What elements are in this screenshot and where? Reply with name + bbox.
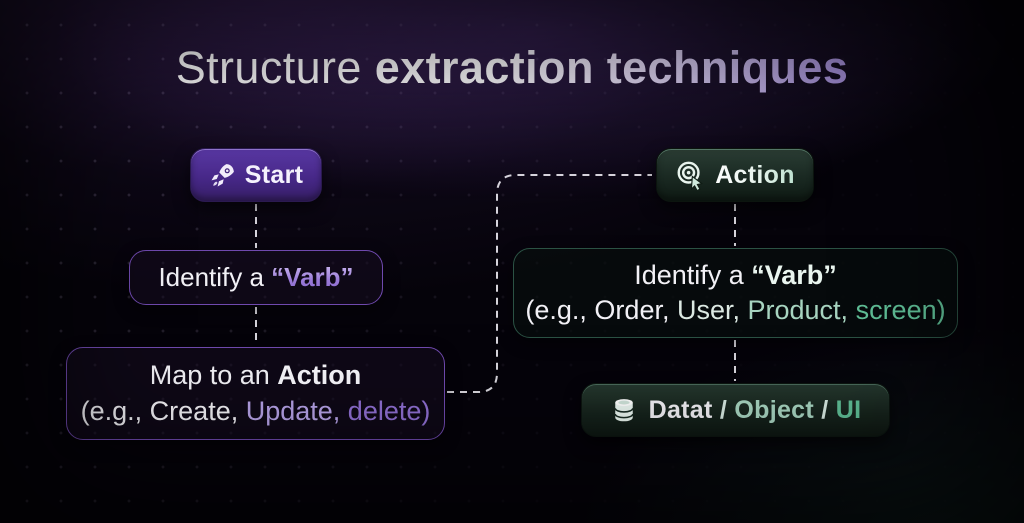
start-button: Start [190,148,322,202]
action-button-label: Action [715,160,795,189]
identify-right-line2: (e.g., Order, User, Product, screen) [514,293,957,328]
start-button-label: Start [244,160,304,189]
data-box-datat: Datat [648,395,713,424]
map-line2-update: Update, [245,395,348,426]
data-box-sep1: / [712,395,735,424]
map-line2-create: (e.g., Create, [80,395,246,426]
identify-right-user: User, [676,295,748,325]
map-box-line1: Map to an Action [67,358,444,394]
map-line1-bold: Action [277,359,362,390]
identify-left-prefix: Identify a [158,262,272,292]
identify-right-line1: Identify a “Varb” [514,258,957,293]
map-to-action-box: Map to an Action (e.g., Create, Update, … [66,347,445,440]
title-bold: extraction techniques [374,42,849,93]
page-title: Structure extraction techniques [0,42,1024,94]
map-line2-delete: delete) [347,395,431,426]
title-regular: Structure [175,42,375,93]
identify-left-term: “Varb” [271,262,354,292]
identify-verb-box-right: Identify a “Varb” (e.g., Order, User, Pr… [513,248,958,338]
identify-right-product: Product, [747,295,856,325]
data-box-ui: UI [835,395,862,424]
identify-right-term: “Varb” [751,259,837,290]
map-line1-prefix: Map to an [149,359,278,390]
identify-right-prefix: Identify a [634,259,752,290]
database-icon [610,396,638,424]
data-object-ui-box: Datat / Object / UI [581,383,890,437]
identify-right-screen: screen) [855,295,946,325]
action-button: Action [656,148,814,202]
identify-right-order: (e.g., Order, [525,295,677,325]
data-box-object: Object [734,395,814,424]
data-box-sep2: / [814,395,836,424]
identify-verb-box-left: Identify a “Varb” [129,250,383,305]
target-cursor-icon [675,160,705,190]
map-box-line2: (e.g., Create, Update, delete) [67,394,444,430]
rocket-icon [209,162,236,189]
data-box-label: Datat / Object / UI [649,396,862,425]
